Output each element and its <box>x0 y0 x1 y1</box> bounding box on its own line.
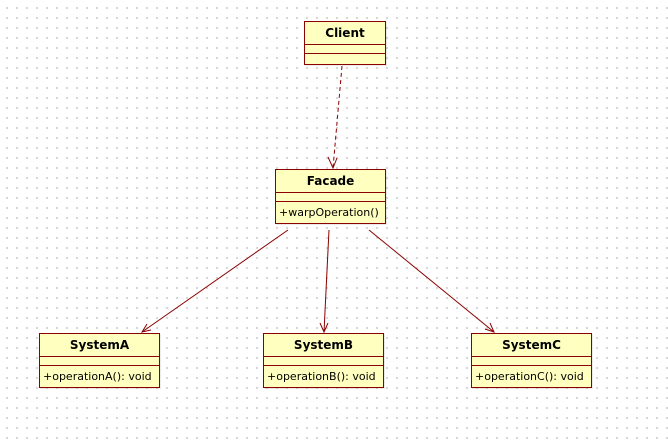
class-name: SystemC <box>472 334 591 357</box>
relation-client-facade[interactable] <box>327 65 343 170</box>
relation-facade-system-b[interactable] <box>319 229 330 334</box>
class-name: Facade <box>276 170 385 193</box>
relation-facade-system-a[interactable] <box>140 229 289 333</box>
attributes-compartment <box>276 193 385 202</box>
class-client[interactable]: Client <box>304 21 386 65</box>
class-name: Client <box>305 22 385 45</box>
operation: +operationC(): void <box>475 370 584 383</box>
operation: +operationA(): void <box>43 370 152 383</box>
attributes-compartment <box>472 357 591 366</box>
operations-compartment: +operationC(): void <box>472 366 591 387</box>
operations-compartment: +operationB(): void <box>264 366 383 387</box>
attributes-compartment <box>305 45 385 54</box>
attributes-compartment <box>264 357 383 366</box>
relation-facade-system-c[interactable] <box>368 229 495 333</box>
class-name: SystemA <box>40 334 159 357</box>
class-system-a[interactable]: SystemA +operationA(): void <box>39 333 160 388</box>
operation: +operationB(): void <box>267 370 376 383</box>
class-system-b[interactable]: SystemB +operationB(): void <box>263 333 384 388</box>
operations-compartment: +warpOperation() <box>276 202 385 223</box>
class-name: SystemB <box>264 334 383 357</box>
class-facade[interactable]: Facade +warpOperation() <box>275 169 386 224</box>
attributes-compartment <box>40 357 159 366</box>
operations-compartment: +operationA(): void <box>40 366 159 387</box>
class-system-c[interactable]: SystemC +operationC(): void <box>471 333 592 388</box>
operations-compartment <box>305 54 385 64</box>
operation: +warpOperation() <box>279 206 379 219</box>
